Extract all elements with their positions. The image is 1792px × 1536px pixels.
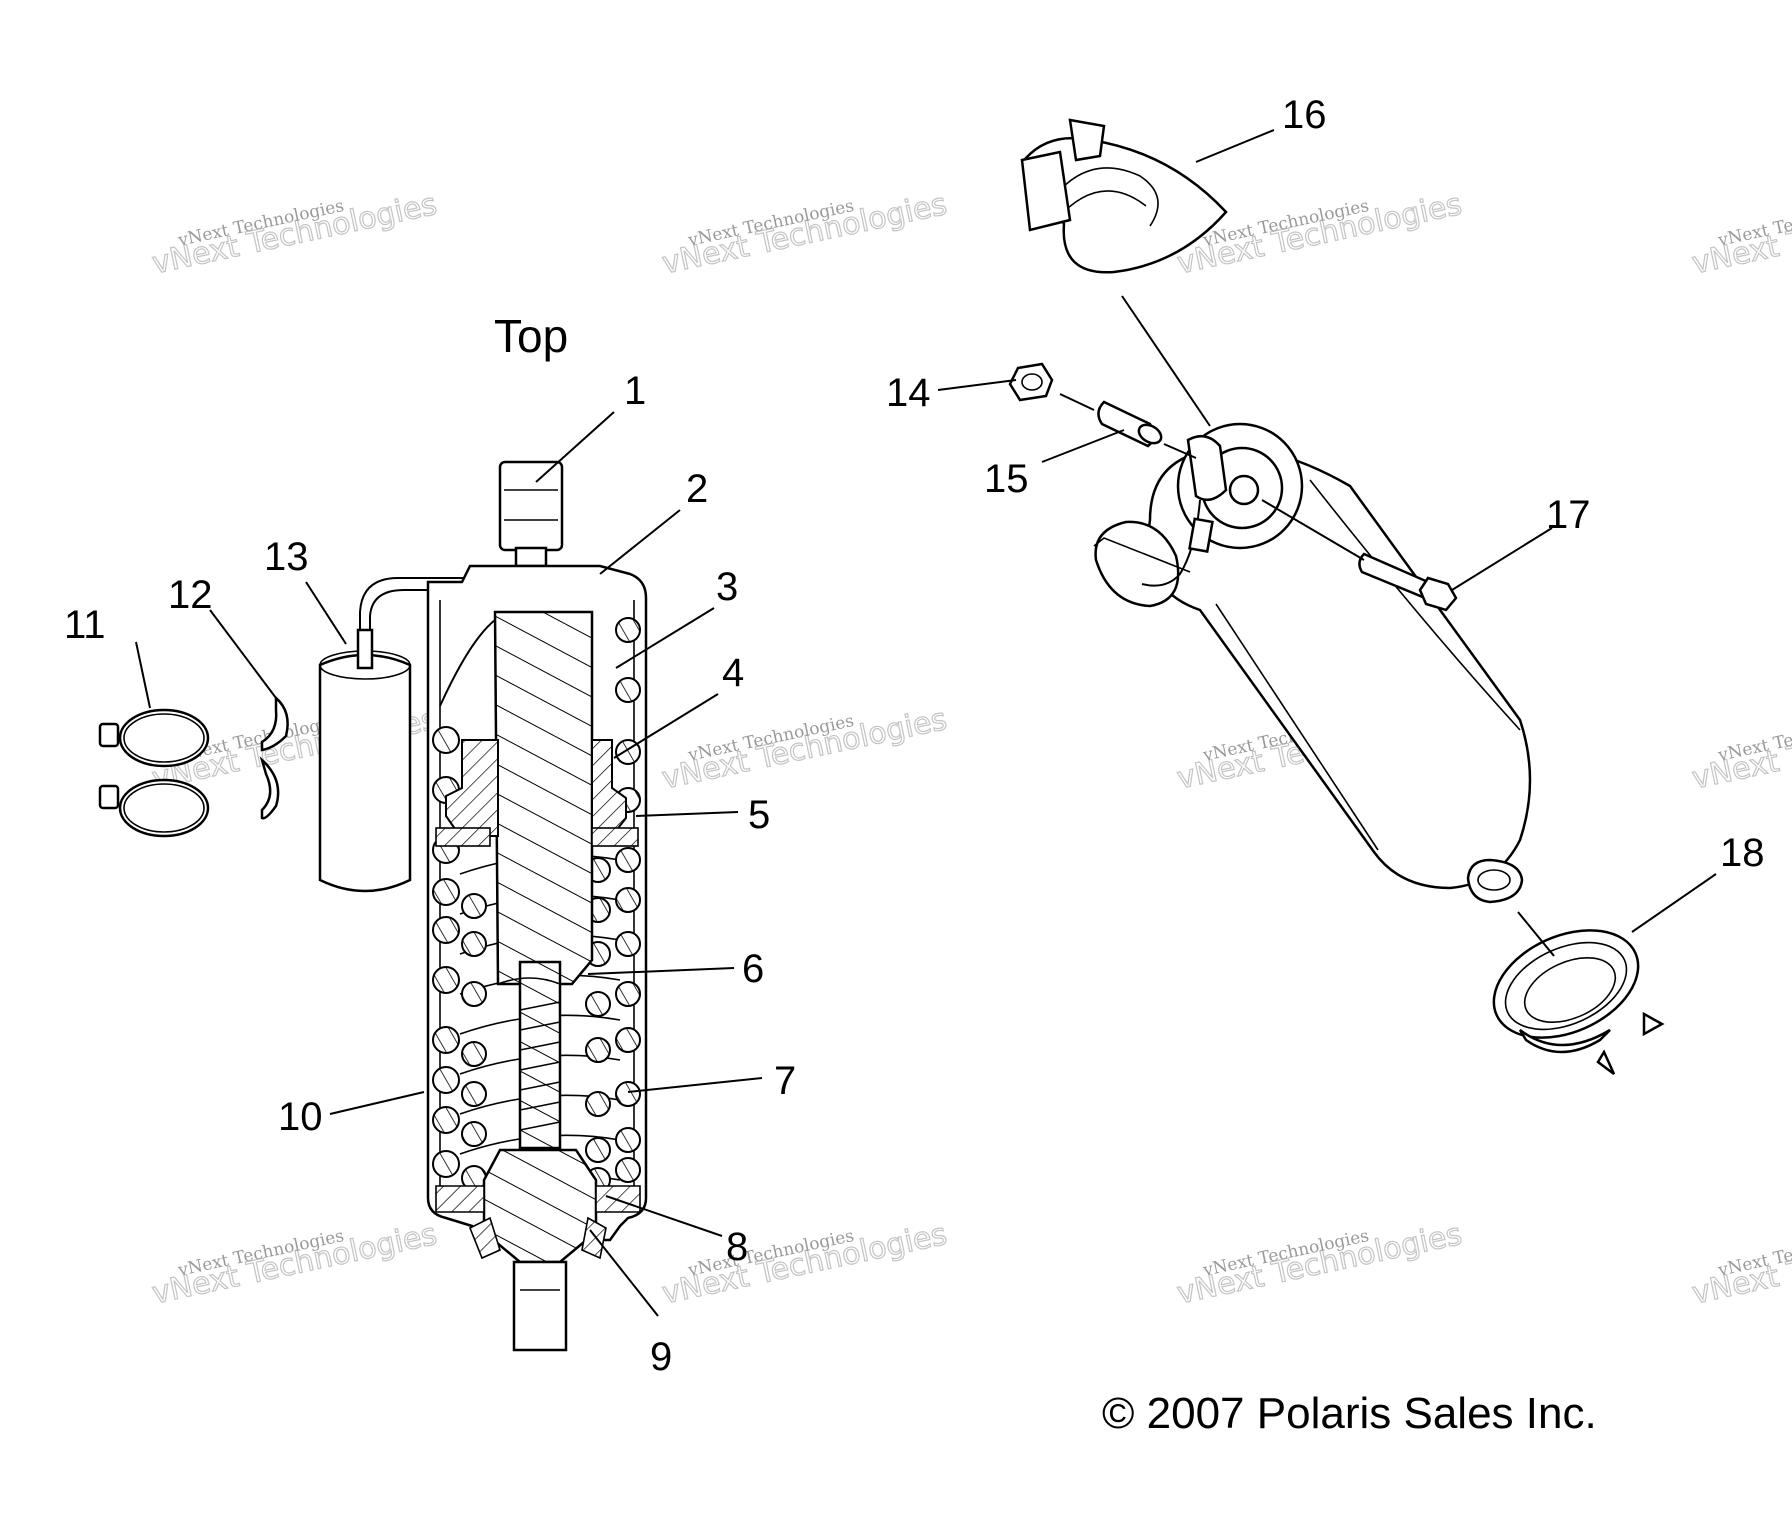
spring-coil-section [461, 931, 487, 957]
spring-coil-section [615, 677, 641, 703]
callout-6: 6 [742, 947, 764, 991]
bushing [1097, 400, 1163, 448]
spring-coils [432, 617, 641, 1195]
spring-coil-section [432, 1026, 460, 1054]
spring-coil-section [585, 1091, 611, 1117]
callout-14: 14 [886, 371, 931, 415]
shock-exterior [1008, 118, 1665, 1075]
spring-coil-section [615, 1127, 641, 1153]
callout-13: 13 [264, 535, 309, 579]
callout-11: 11 [64, 603, 106, 647]
callout-18: 18 [1720, 831, 1765, 875]
callout-9: 9 [650, 1335, 672, 1379]
spring-coil-section [615, 847, 641, 873]
spring-coil-section [615, 1081, 641, 1107]
callout-8: 8 [726, 1225, 748, 1269]
spring-coil-section [461, 981, 487, 1007]
reservoir [318, 628, 412, 893]
spring-coil-section [432, 878, 460, 906]
callout-15: 15 [984, 457, 1029, 501]
spring-coil-section [615, 981, 641, 1007]
spring-coil-section [432, 1150, 460, 1178]
flange-nut [1008, 362, 1054, 402]
spring-coil-section [615, 887, 641, 913]
callout-7: 7 [774, 1059, 796, 1103]
leader-lines [135, 129, 1717, 1317]
callout-5: 5 [748, 793, 770, 837]
spring-coil-section [585, 991, 611, 1017]
hose-clamps [98, 708, 210, 838]
spring-coil-section [461, 1121, 487, 1147]
callout-4: 4 [722, 651, 744, 695]
spring-coil-section [615, 1027, 641, 1053]
shaft-threads [497, 977, 561, 1131]
spring-coil-section [432, 726, 460, 754]
spring-coil-section [585, 1137, 611, 1163]
shock-cross-section [318, 460, 648, 1352]
spring-coil-section [432, 966, 460, 994]
boot-cup [1492, 929, 1665, 1075]
callout-16: 16 [1282, 93, 1327, 137]
callout-12: 12 [168, 573, 213, 617]
callout-17: 17 [1546, 493, 1591, 537]
callout-labels: 1 2 3 4 5 6 7 8 9 10 11 12 13 14 15 16 1… [64, 93, 1765, 1379]
spring-coil-section [461, 893, 487, 919]
spring-coil-section [615, 1157, 641, 1183]
callout-2: 2 [686, 467, 708, 511]
spring-coil-section [461, 1081, 487, 1107]
diagram-heading: Top [494, 310, 568, 362]
spring-coil-section [615, 931, 641, 957]
bolt [1358, 552, 1458, 612]
copyright-notice: © 2007 Polaris Sales Inc. [1102, 1389, 1597, 1438]
clip [259, 695, 289, 820]
callout-1: 1 [624, 369, 646, 413]
spring-coil-section [432, 916, 460, 944]
spring-coil-section [615, 617, 641, 643]
spring-coil-section [432, 1106, 460, 1134]
callout-10: 10 [278, 1095, 323, 1139]
spring-coil-section [585, 1037, 611, 1063]
top-eyelet [498, 460, 564, 568]
spring-coil-section [432, 1066, 460, 1094]
spring-coil-section [461, 1041, 487, 1067]
callout-3: 3 [716, 565, 738, 609]
boot-cap [1020, 118, 1228, 274]
